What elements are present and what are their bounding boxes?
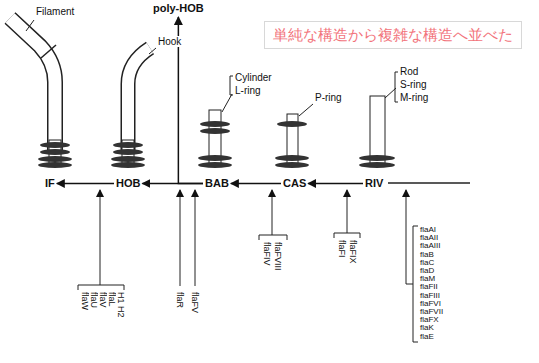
stage-label: IF (44, 177, 56, 190)
part-name: Cylinder (235, 72, 272, 83)
gene-name: flaFIV (262, 242, 272, 266)
gene-name: flaFVI (420, 300, 441, 308)
gene-name: flaAII (420, 234, 438, 242)
gene-arrow (272, 190, 273, 235)
node-text: 単純な構造から複雑な構造へ並べた (273, 25, 513, 45)
stage-label: CAS (282, 177, 307, 190)
part-name: Rod (400, 66, 418, 77)
gene-name: flaM (420, 275, 435, 283)
gene-name: flaFII (420, 283, 438, 291)
node-text: IF (45, 177, 55, 190)
gene-name: flaC (420, 259, 434, 267)
gene-arrow (406, 190, 413, 284)
node-text: HOB (116, 177, 140, 190)
part-name: P-ring (315, 92, 342, 103)
gene-name: flaFIX (348, 240, 358, 264)
basal-body-structure (198, 94, 232, 168)
pathway-arrow (308, 183, 363, 185)
gene-name: flaFVII (420, 308, 443, 316)
stage-label: poly-HOB (152, 2, 205, 15)
gene-name: flaFVIII (273, 242, 283, 271)
cas-structure (275, 104, 313, 168)
bracket (395, 72, 398, 102)
part-name: Hook (158, 36, 181, 47)
pathway-arrow (178, 17, 203, 184)
node-text: RIV (365, 177, 383, 190)
gene-arrow (180, 190, 181, 286)
gene-name: flaFI (337, 240, 347, 258)
pathway-arrow (231, 183, 281, 185)
gene-name: flaR (175, 292, 185, 308)
bracket (413, 226, 418, 342)
gene-arrow (100, 190, 101, 285)
riv-structure (359, 88, 396, 168)
filament-structure (10, 18, 72, 168)
part-name: L-ring (235, 85, 261, 96)
leader-line (149, 48, 156, 54)
stage-label: HOB (115, 177, 141, 190)
gene-arrow (195, 190, 196, 286)
gene-name: flaAI (420, 226, 436, 234)
gene-name: flaD (420, 267, 434, 275)
stage-label: BAB (204, 177, 230, 190)
gene-arrow (347, 190, 348, 233)
leader-line (26, 20, 34, 31)
hook-structure (111, 48, 150, 168)
note-box: 単純な構造から複雑な構造へ並べた (264, 21, 522, 49)
main-line (388, 182, 470, 184)
part-name: S-ring (400, 79, 427, 90)
gene-name: flaFX (420, 316, 439, 324)
gene-name: flaFIII (420, 292, 440, 300)
gene-name: flaFV (190, 292, 200, 313)
bracket (78, 285, 124, 290)
stage-label: RIV (364, 177, 384, 190)
node-text: CAS (283, 177, 306, 190)
bracket (259, 235, 287, 240)
part-name: Filament (36, 6, 74, 17)
gene-name: H1 H2 (116, 292, 126, 318)
gene-name: flaB (420, 251, 434, 259)
node-text: poly-HOB (153, 2, 204, 15)
pathway-arrow (57, 183, 114, 185)
node-text: BAB (205, 177, 229, 190)
gene-name: flaK (420, 324, 434, 332)
bracket (230, 76, 233, 95)
bracket (334, 233, 360, 238)
part-name: M-ring (400, 92, 428, 103)
gene-name: flaE (420, 333, 434, 341)
gene-name: flaAIII (420, 242, 440, 250)
